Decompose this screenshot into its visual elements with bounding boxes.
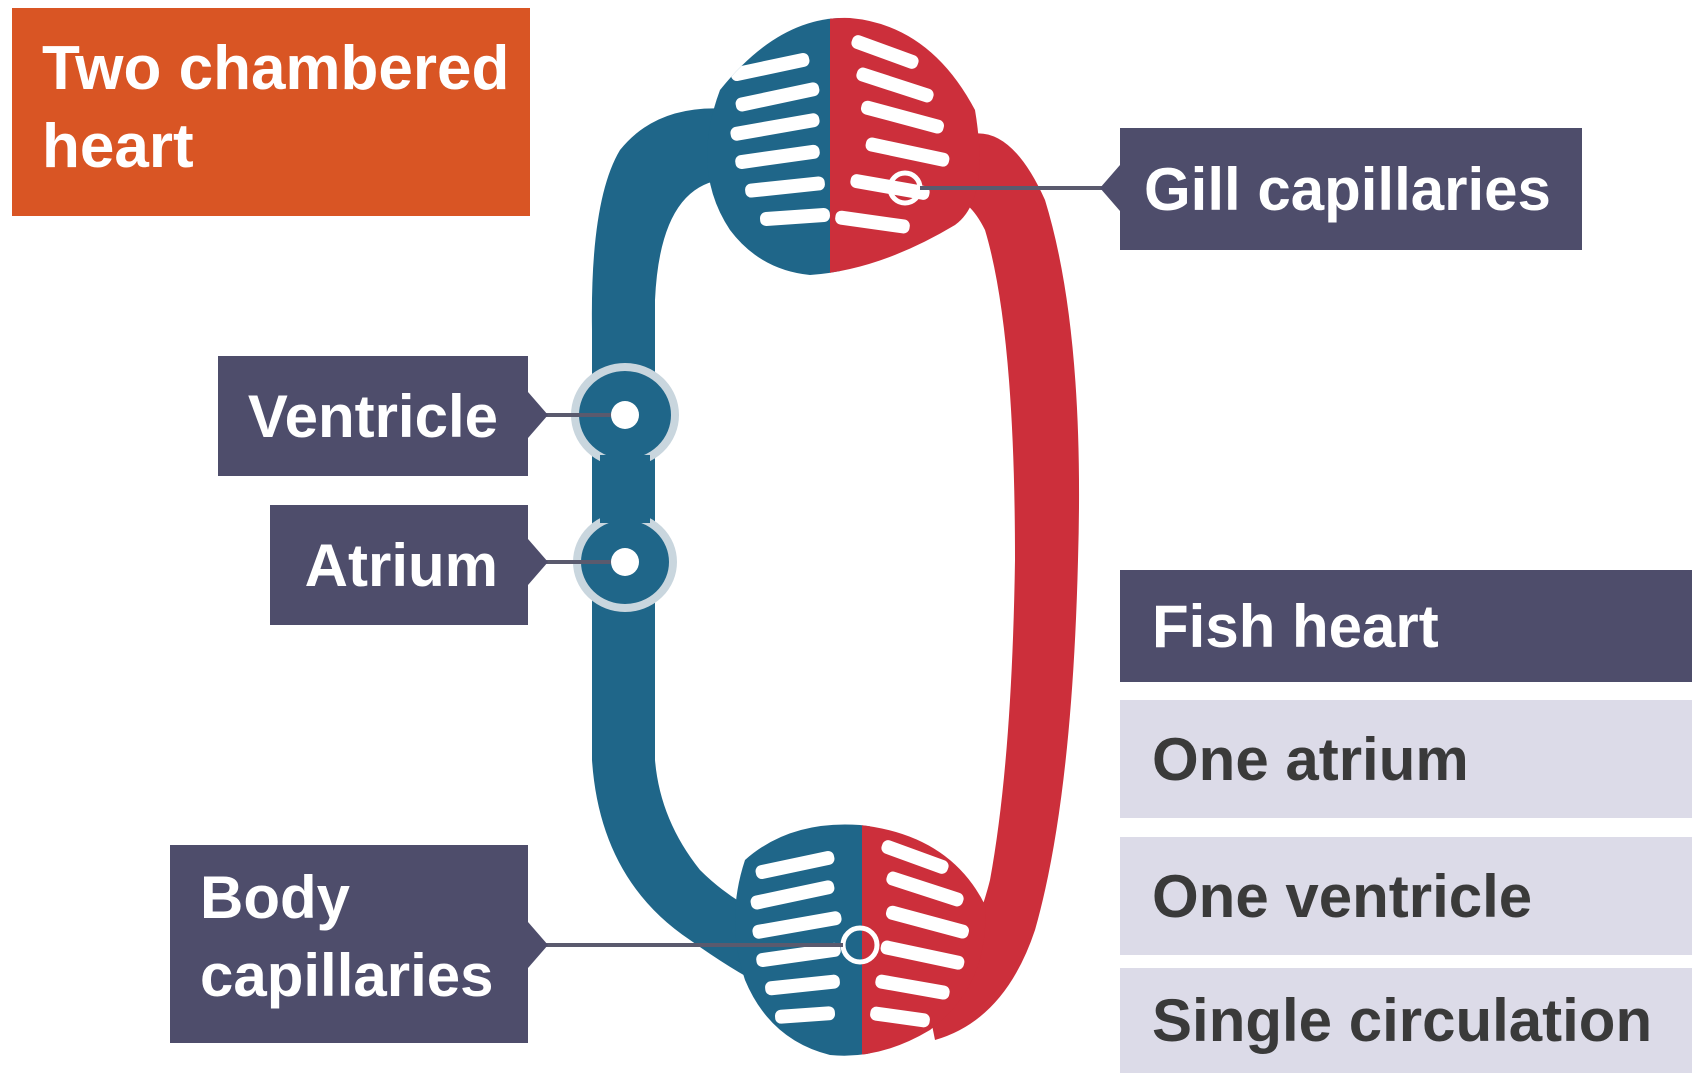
body-capillaries-label: Body capillaries [170, 845, 528, 1043]
atrium-marker [611, 548, 639, 576]
gill-capillaries-label: Gill capillaries [1120, 128, 1582, 250]
ventricle-marker [611, 401, 639, 429]
table-row: One atrium [1120, 700, 1692, 818]
table-row: One ventricle [1120, 837, 1692, 955]
ventricle-label: Ventricle [218, 356, 528, 476]
gill-capillary-bed [690, 10, 1010, 290]
heart [575, 367, 675, 608]
table-row: Single circulation [1120, 968, 1692, 1073]
fish-heart-table-header: Fish heart [1120, 570, 1692, 682]
atrium-label: Atrium [270, 505, 528, 625]
diagram-title: Two chambered heart [12, 8, 530, 216]
